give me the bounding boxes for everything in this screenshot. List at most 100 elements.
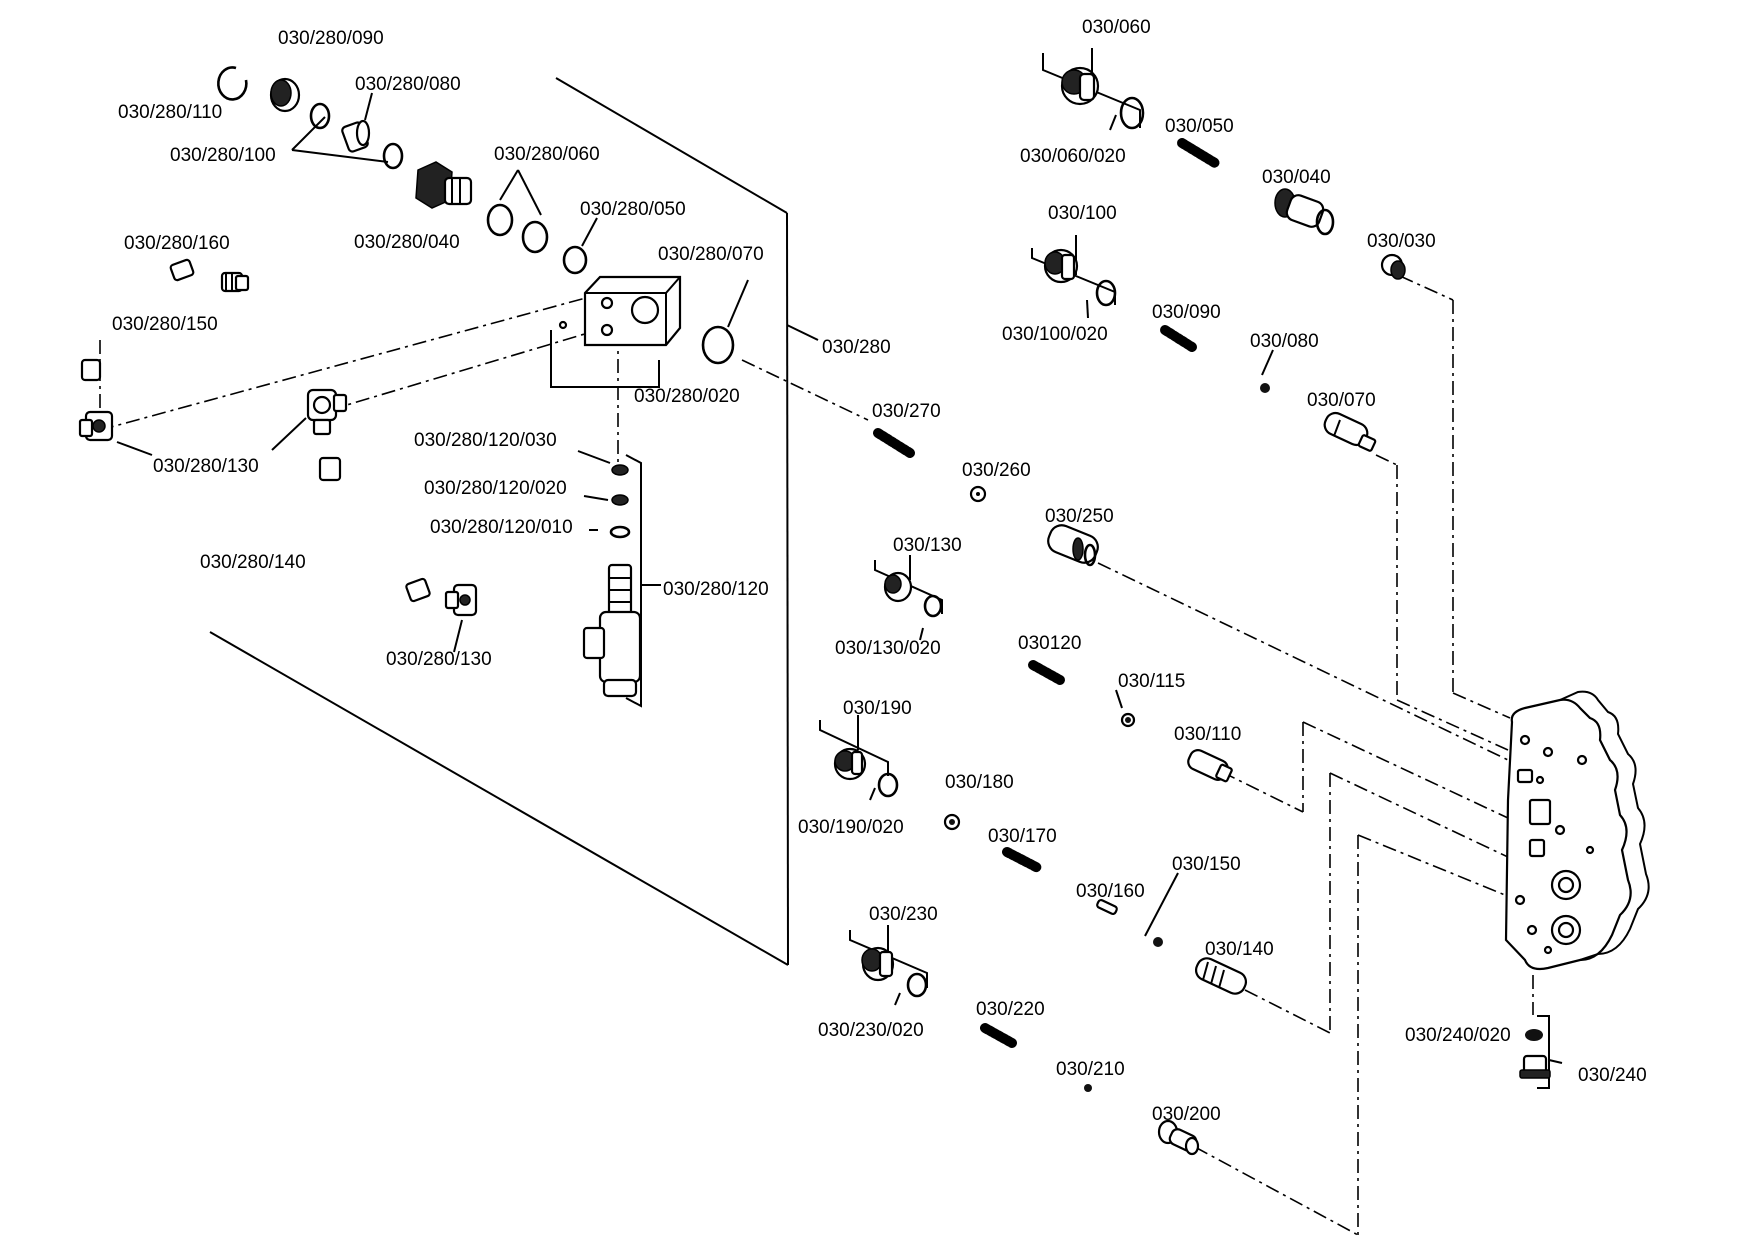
label-030-100-020: 030/100/020 (1002, 324, 1108, 345)
label-030-030: 030/030 (1367, 231, 1436, 252)
o-rings-280-060 (486, 203, 549, 254)
label-030-260: 030/260 (962, 460, 1031, 481)
label-030-040: 030/040 (1262, 167, 1331, 188)
label-030-100: 030/100 (1048, 203, 1117, 224)
spring-270 (873, 428, 915, 458)
o-ring-280-050 (562, 245, 588, 275)
o-ring-130-020 (923, 594, 943, 618)
label-030-170: 030/170 (988, 826, 1057, 847)
ball-080 (1260, 383, 1270, 393)
retaining-ring-280-110 (217, 66, 248, 101)
plug-240 (1519, 1054, 1551, 1079)
callout-labels: 030/280/110 030/280/090 030/280/080 030/… (112, 17, 1647, 1125)
valve-140 (1194, 957, 1248, 995)
plug-030 (1380, 253, 1406, 280)
label-030-280-070: 030/280/070 (658, 244, 764, 265)
label-030-060-020: 030/060/020 (1020, 146, 1126, 167)
washer-180 (943, 813, 961, 831)
label-030-230-020: 030/230/020 (818, 1020, 924, 1041)
bushing-280-080 (341, 119, 371, 153)
label-030-190: 030/190 (843, 698, 912, 719)
valve-housing (1504, 690, 1650, 971)
label-030-130-020: 030/130/020 (835, 638, 941, 659)
label-030-280-130-a: 030/280/130 (153, 456, 259, 477)
label-030-220: 030/220 (976, 999, 1045, 1020)
tee-fitting-280-130a (78, 410, 114, 442)
label-030-280-080: 030/280/080 (355, 74, 461, 95)
valve-block-280-020 (558, 275, 682, 347)
o-ring-280-100b (382, 142, 404, 170)
valve-200 (1157, 1119, 1200, 1156)
plug-100 (1043, 248, 1079, 284)
spring-090 (1160, 325, 1197, 352)
piston-040 (1274, 188, 1335, 236)
label-030-050: 030/050 (1165, 116, 1234, 137)
label-030-200: 030/200 (1152, 1104, 1221, 1125)
label-030-180: 030/180 (945, 772, 1014, 793)
label-030-280-060: 030/280/060 (494, 144, 600, 165)
o-ring-230-020 (906, 972, 928, 998)
label-030-280-040: 030/280/040 (354, 232, 460, 253)
plug-280-090 (269, 77, 301, 113)
o-ring-100-020 (1095, 279, 1117, 307)
label-030-280-120-020: 030/280/120/020 (424, 478, 567, 499)
label-030-280-120-030: 030/280/120/030 (414, 430, 557, 451)
subassembly-panel (209, 77, 789, 966)
label-030-140: 030/140 (1205, 939, 1274, 960)
valve-070 (1323, 411, 1377, 452)
label-030-240-020: 030/240/020 (1405, 1025, 1511, 1046)
label-030-060: 030/060 (1082, 17, 1151, 38)
label-030-070: 030/070 (1307, 390, 1376, 411)
label-030-280-090: 030/280/090 (278, 28, 384, 49)
label-030-160: 030/160 (1076, 881, 1145, 902)
label-030-190-020: 030/190/020 (798, 817, 904, 838)
label-030-280-050: 030/280/050 (580, 199, 686, 220)
hex-fitting-280-040 (415, 161, 473, 209)
label-030-120: 030120 (1018, 633, 1081, 654)
label-030-280-100: 030/280/100 (170, 145, 276, 166)
o-ring-280-100a (309, 102, 331, 130)
assembly-lines (99, 275, 1534, 1236)
solenoid-valve-280-120 (582, 563, 642, 698)
plug-230 (861, 946, 895, 982)
washer-260 (969, 485, 987, 503)
label-030-280: 030/280 (822, 337, 891, 358)
tee-fitting-280-130b (444, 583, 478, 617)
seal-rings-280-120 (609, 464, 631, 539)
plug-190 (833, 747, 867, 781)
spring-220 (980, 1023, 1017, 1048)
label-030-280-130-b: 030/280/130 (386, 649, 492, 670)
label-030-090: 030/090 (1152, 302, 1221, 323)
label-030-230: 030/230 (869, 904, 938, 925)
ball-150 (1153, 937, 1163, 947)
part-115 (1120, 712, 1136, 728)
plug-060 (1060, 66, 1100, 106)
pipe-280-150 (80, 258, 195, 382)
label-030-270: 030/270 (872, 401, 941, 422)
label-030-280-160: 030/280/160 (124, 233, 230, 254)
o-ring-190-020 (877, 772, 899, 798)
label-030-110: 030/110 (1174, 724, 1241, 745)
o-ring-060-020 (1119, 96, 1145, 130)
label-030-280-120-010: 030/280/120/010 (430, 517, 573, 538)
spring-120 (1028, 660, 1065, 685)
ball-210 (1084, 1084, 1092, 1092)
label-030-280-150: 030/280/150 (112, 314, 218, 335)
spring-170 (1002, 847, 1043, 873)
label-030-210: 030/210 (1056, 1059, 1125, 1080)
elbow-fitting-280-130 (306, 388, 348, 436)
label-030-280-110: 030/280/110 (118, 102, 222, 123)
label-030-250: 030/250 (1045, 506, 1114, 527)
pipe-280-140 (318, 456, 431, 603)
plug-130 (883, 571, 913, 603)
pin-160 (1096, 899, 1118, 915)
spring-050 (1177, 138, 1220, 168)
label-030-280-020: 030/280/020 (634, 386, 740, 407)
label-030-130: 030/130 (893, 535, 962, 556)
label-030-115: 030/115 (1118, 671, 1185, 692)
seal-240-020 (1525, 1029, 1543, 1041)
label-030-240: 030/240 (1578, 1065, 1647, 1086)
label-030-280-120: 030/280/120 (663, 579, 769, 600)
label-030-280-140: 030/280/140 (200, 552, 306, 573)
